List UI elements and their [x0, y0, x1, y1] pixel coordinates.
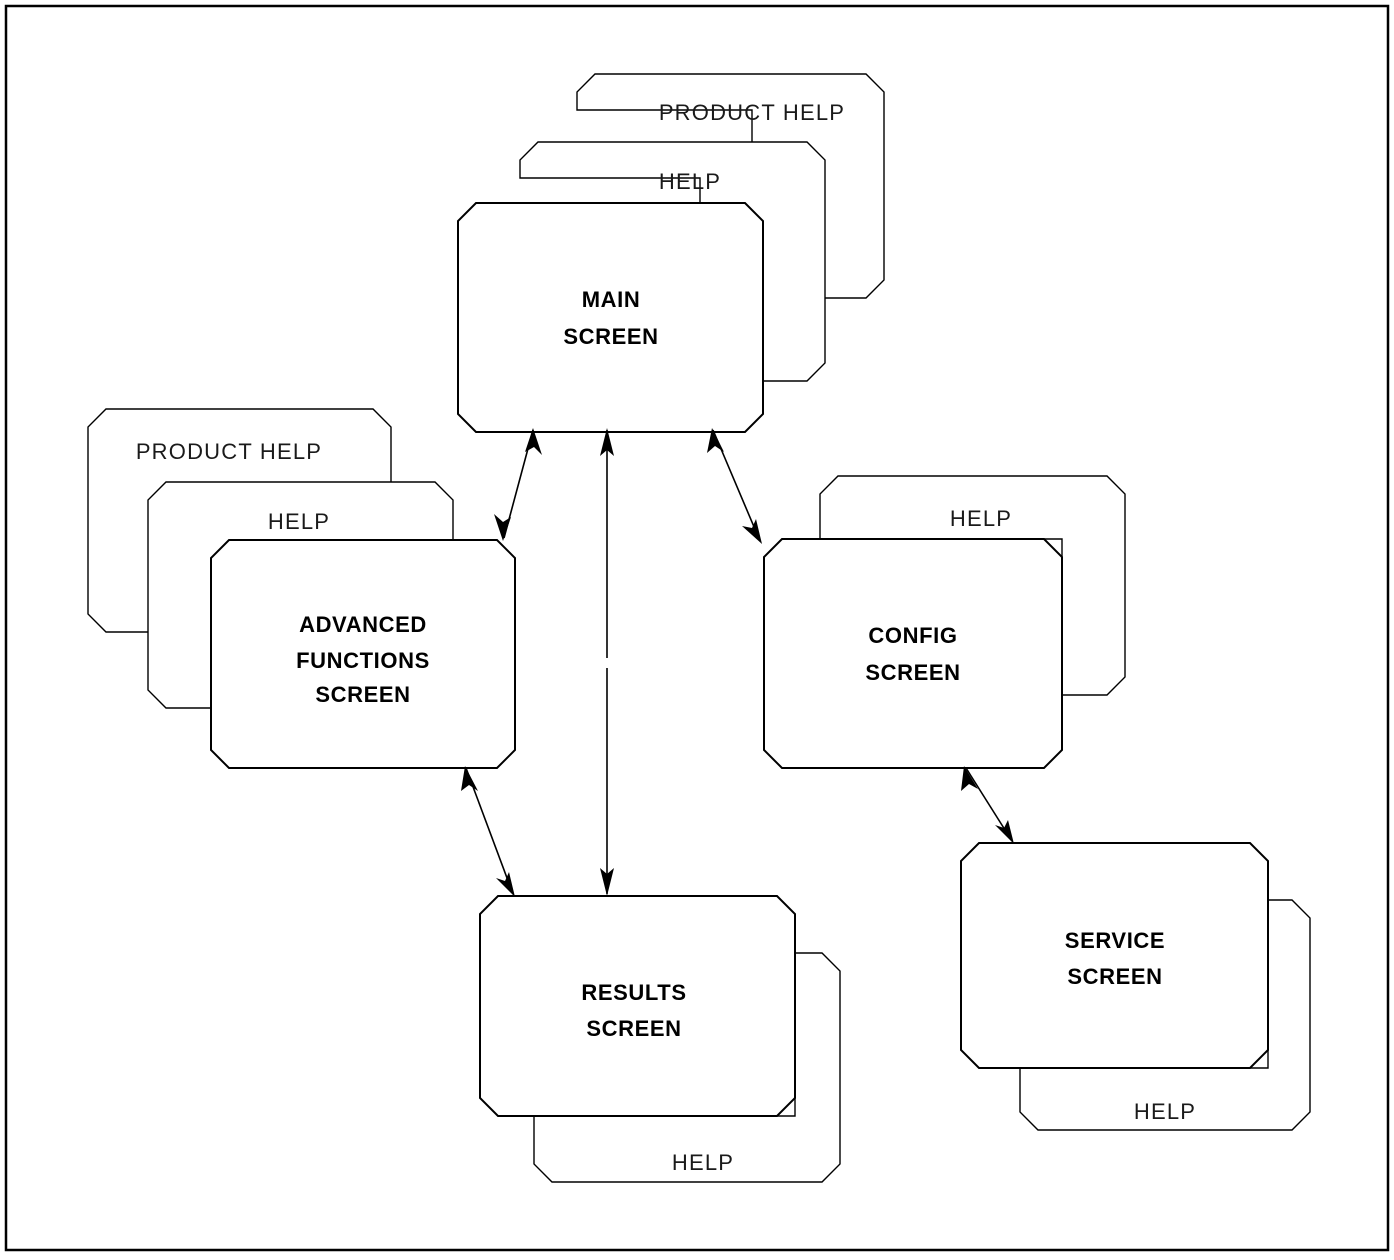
advanced-functions-screen-box[interactable] — [210, 539, 516, 769]
main-product-help-label: PRODUCT HELP — [659, 100, 845, 125]
main-screen-box[interactable] — [457, 202, 764, 433]
service-screen-label-line2: SCREEN — [1067, 964, 1162, 989]
service-help-label: HELP — [1134, 1099, 1196, 1124]
page-frame — [4, 4, 1390, 1252]
advanced-screen-label-line2: FUNCTIONS — [296, 648, 430, 673]
config-screen-label-line1: CONFIG — [868, 623, 957, 648]
connector-main-results — [600, 428, 614, 896]
connector-advanced-results — [461, 766, 515, 897]
config-help-label: HELP — [950, 506, 1012, 531]
service-screen-label-line1: SERVICE — [1065, 928, 1165, 953]
arrowhead-to-advanced — [461, 766, 478, 791]
service-screen-box[interactable] — [960, 842, 1269, 1069]
results-help-label: HELP — [672, 1150, 734, 1175]
connector-config-service — [961, 766, 1014, 844]
arrowhead-to-results — [600, 868, 614, 896]
results-screen-box[interactable] — [479, 895, 796, 1117]
connector-main-advanced — [494, 428, 542, 541]
main-screen-label-line1: MAIN — [582, 287, 641, 312]
results-screen-label-line1: RESULTS — [581, 980, 686, 1005]
arrowhead-to-service — [995, 820, 1014, 844]
config-screen-label-line2: SCREEN — [865, 660, 960, 685]
advanced-product-help-label: PRODUCT HELP — [136, 439, 322, 464]
advanced-screen-label-line1: ADVANCED — [299, 612, 427, 637]
arrowhead-to-main — [707, 428, 724, 453]
arrowhead-to-main — [525, 428, 542, 455]
main-screen-label-line2: SCREEN — [563, 324, 658, 349]
arrowhead-to-results — [496, 872, 515, 897]
main-help-label: HELP — [659, 169, 721, 194]
connector-main-config — [707, 428, 762, 544]
arrowhead-to-main — [600, 428, 614, 456]
config-help-shape[interactable] — [819, 475, 1126, 696]
arrowhead-to-config — [961, 766, 978, 791]
results-screen-label-line2: SCREEN — [586, 1016, 681, 1041]
advanced-screen-label-line3: SCREEN — [315, 682, 410, 707]
config-screen-box[interactable] — [763, 538, 1063, 769]
arrowhead-to-advanced — [494, 514, 511, 541]
advanced-help-label: HELP — [268, 509, 330, 534]
arrowhead-to-config — [742, 519, 762, 544]
